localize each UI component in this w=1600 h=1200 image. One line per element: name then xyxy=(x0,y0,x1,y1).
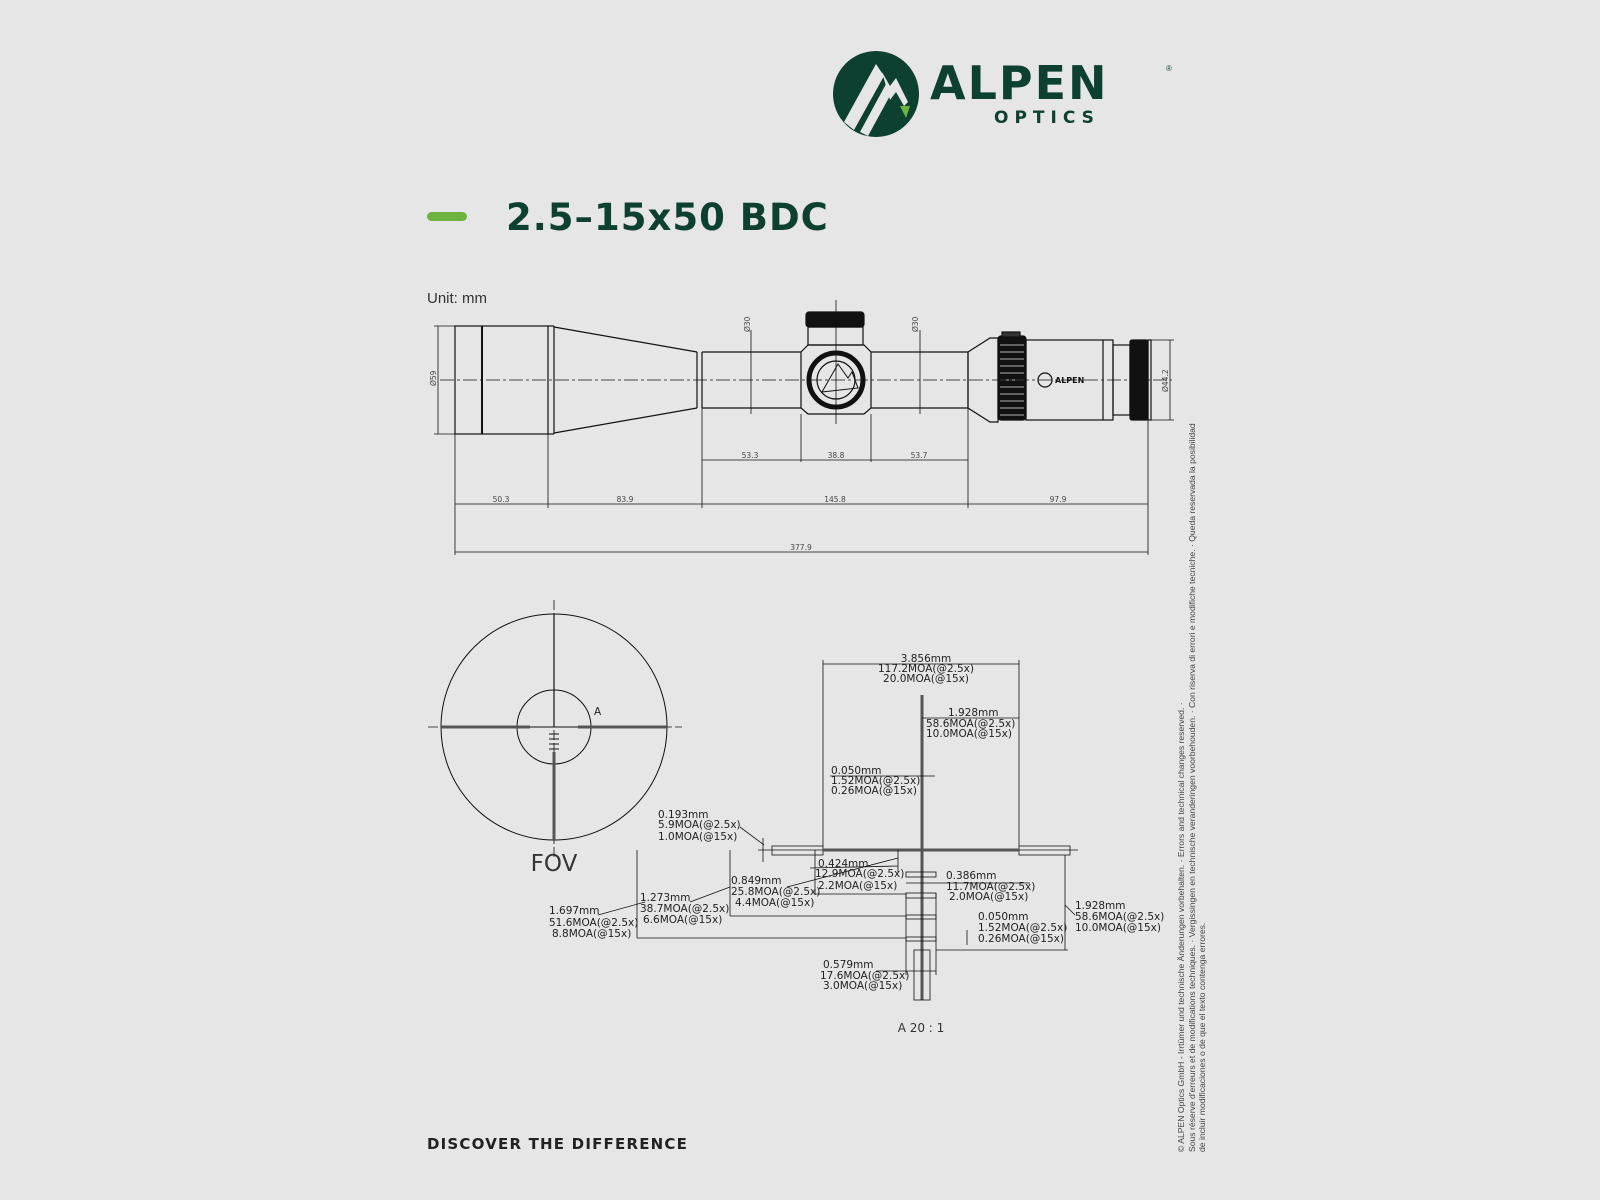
brand-sub: OPTICS xyxy=(994,108,1100,128)
callout-half-mm: 1.928mm xyxy=(948,707,999,719)
callout-hash-low: 11.7MOA(@2.5x) xyxy=(946,881,1035,893)
scope-side-view: ALPEN Ø59 Ø30 Ø30 Ø44.2 53.3 38.8 53.7 5 xyxy=(429,300,1174,555)
dim-eyepiece: Ø44.2 xyxy=(1161,369,1170,392)
callout-hashline-high: 0.26MOA(@15x) xyxy=(978,933,1064,945)
callout-hash-mm: 0.386mm xyxy=(946,870,997,882)
disclaimer-line-1: © ALPEN Optics GmbH - Irrtümer und techn… xyxy=(1176,702,1186,1152)
dim-lower-3: 145.8 xyxy=(824,495,846,504)
callout-right-low: 58.6MOA(@2.5x) xyxy=(1075,911,1164,923)
callout-drop4-high: 8.8MOA(@15x) xyxy=(552,928,631,940)
brand-name: ALPEN xyxy=(930,56,1109,110)
svg-text:ALPEN: ALPEN xyxy=(1055,376,1084,385)
callout-hashline-low: 1.52MOA(@2.5x) xyxy=(978,922,1067,934)
disclaimer-line-2: Sous réserve d'erreurs et de modificatio… xyxy=(1186,423,1197,1152)
callout-drop2-mm: 0.849mm xyxy=(731,875,782,887)
dim-overall: 377.9 xyxy=(790,543,812,552)
dim-upper-2: 38.8 xyxy=(828,451,845,460)
product-title: 2.5–15x50 BDC xyxy=(506,196,829,239)
dim-tube-rear: Ø30 xyxy=(911,316,920,332)
callout-line-high: 0.26MOA(@15x) xyxy=(831,785,917,797)
dim-upper-3: 53.7 xyxy=(911,451,928,460)
callout-span-mm: 3.856mm xyxy=(901,653,952,665)
callout-line-mm: 0.050mm xyxy=(831,765,882,777)
callout-hash-high: 2.0MOA(@15x) xyxy=(949,891,1028,903)
unit-label: Unit: mm xyxy=(427,290,487,307)
dim-objective: Ø59 xyxy=(429,370,438,386)
callout-line-low: 1.52MOA(@2.5x) xyxy=(831,775,920,787)
detail-marker: A xyxy=(594,706,602,718)
callout-drop2-low: 25.8MOA(@2.5x) xyxy=(731,886,820,898)
dim-upper-1: 53.3 xyxy=(742,451,759,460)
fov-label: FOV xyxy=(531,851,578,877)
dim-lower-2: 83.9 xyxy=(617,495,634,504)
callout-bar-mm: 0.193mm xyxy=(658,809,709,821)
callout-right-mm: 1.928mm xyxy=(1075,900,1126,912)
callout-span-high: 20.0MOA(@15x) xyxy=(883,673,969,685)
callout-drop4-mm: 1.697mm xyxy=(549,905,600,917)
callout-right-high: 10.0MOA(@15x) xyxy=(1075,922,1161,934)
registered-mark: ® xyxy=(1166,64,1172,73)
dim-lower-4: 97.9 xyxy=(1050,495,1067,504)
tagline: DISCOVER THE DIFFERENCE xyxy=(427,1135,689,1153)
dim-lower-1: 50.3 xyxy=(493,495,510,504)
callout-drop1-low: 12.9MOA(@2.5x) xyxy=(815,868,904,880)
brand-logo: ALPEN ® OPTICS xyxy=(832,50,1172,140)
callout-drop3-mm: 1.273mm xyxy=(640,892,691,904)
title-accent-bar xyxy=(427,212,467,221)
detail-scale: A 20 : 1 xyxy=(898,1021,945,1035)
callout-half-low: 58.6MOA(@2.5x) xyxy=(926,718,1015,730)
callout-drop4-low: 51.6MOA(@2.5x) xyxy=(549,917,638,929)
callout-post-low: 17.6MOA(@2.5x) xyxy=(820,970,909,982)
callout-bar-low: 5.9MOA(@2.5x) xyxy=(658,819,741,831)
callout-bar-high: 1.0MOA(@15x) xyxy=(658,831,737,843)
callout-drop3-low: 38.7MOA(@2.5x) xyxy=(640,903,729,915)
callout-hashline-mm: 0.050mm xyxy=(978,911,1029,923)
callout-half-high: 10.0MOA(@15x) xyxy=(926,728,1012,740)
callout-post-mm: 0.579mm xyxy=(823,959,874,971)
disclaimer-line-3: de incluir modificaciones o de que el te… xyxy=(1197,922,1207,1152)
callout-drop1-high: 2.2MOA(@15x) xyxy=(818,880,897,892)
callout-post-high: 3.0MOA(@15x) xyxy=(823,980,902,992)
callout-drop3-high: 6.6MOA(@15x) xyxy=(643,914,722,926)
callout-span-low: 117.2MOA(@2.5x) xyxy=(878,663,974,675)
callout-drop1-mm: 0.424mm xyxy=(818,858,869,870)
dim-tube-front: Ø30 xyxy=(743,316,752,332)
mountain-logo-icon xyxy=(833,51,919,137)
callout-drop2-high: 4.4MOA(@15x) xyxy=(735,897,814,909)
disclaimer: © ALPEN Optics GmbH - Irrtümer und techn… xyxy=(1176,423,1208,1152)
